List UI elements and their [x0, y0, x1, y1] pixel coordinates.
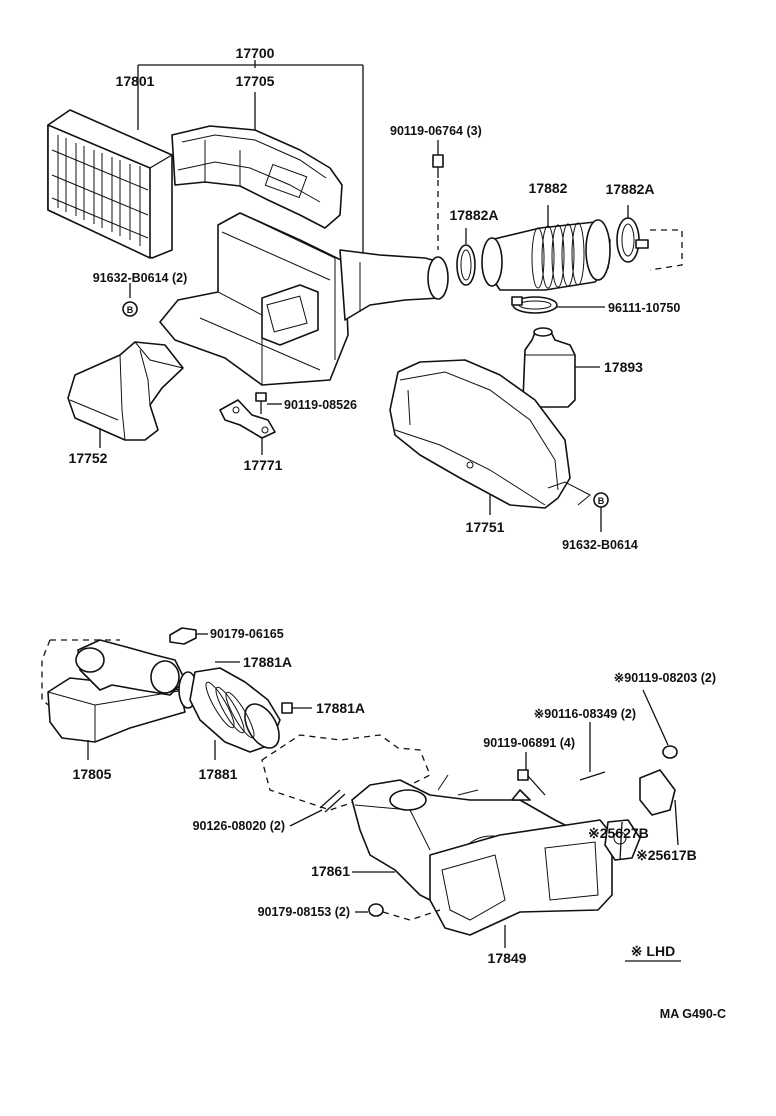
label-17861: 17861: [311, 863, 350, 879]
label-90119-08526: 90119-08526: [284, 398, 357, 412]
label-17881A-top: 17881A: [243, 654, 292, 670]
grommet-right: B: [593, 492, 609, 532]
label-90126-08020: 90126-08020 (2): [193, 819, 285, 833]
gasket-25617B: [639, 769, 679, 846]
label-90119-06891: 90119-06891 (4): [483, 736, 575, 750]
label-17700: 17700: [236, 45, 275, 61]
bracket-17771: [219, 392, 282, 455]
bolt-90119-08203: [642, 689, 678, 759]
gasket-25627B: [604, 819, 641, 861]
circled-b-icon-2: B: [598, 496, 605, 506]
assembly-callout-lines: [137, 60, 364, 255]
resonator-case-17805: [41, 639, 186, 760]
stud-90116-08349: [579, 722, 606, 781]
throttle-body-outline: [261, 734, 431, 811]
circled-b-icon: B: [127, 305, 134, 315]
hose-clamp-17881A-mid: [281, 702, 312, 714]
label-25627B: ※25627B: [588, 825, 649, 841]
figure-code: MA G490-C: [660, 1007, 726, 1021]
label-17881: 17881: [199, 766, 238, 782]
gasket-17849: [429, 819, 613, 948]
label-91632-b0614-left: 91632-B0614 (2): [93, 271, 188, 285]
grommet-left: B: [122, 283, 138, 317]
hose-clamp-left: [456, 228, 476, 286]
nut-90179-06165: [169, 627, 208, 645]
label-17752: 17752: [69, 450, 108, 466]
air-filter-element: [47, 109, 173, 259]
air-inlet-17752: [67, 341, 184, 448]
resonator: [522, 327, 600, 408]
hose-clamp-right: [616, 205, 683, 271]
lhd-note: ※ LHD: [631, 943, 675, 959]
label-17893: 17893: [604, 359, 643, 375]
label-17805: 17805: [73, 766, 112, 782]
label-17801: 17801: [116, 73, 155, 89]
intake-hose-17881: [189, 667, 281, 760]
label-17882: 17882: [529, 180, 568, 196]
label-90119-06764: 90119-06764 (3): [390, 124, 482, 138]
hose-clamp-96111: [511, 296, 605, 314]
label-96111-10750: 96111-10750: [608, 301, 680, 315]
label-17751: 17751: [466, 519, 505, 535]
air-cleaner-case: [159, 212, 449, 386]
intake-hose: [481, 205, 611, 291]
air-inlet-17751: [389, 359, 591, 515]
label-90116-08349: ※90116-08349 (2): [534, 707, 636, 721]
label-25617B: ※25617B: [636, 847, 697, 863]
bolt-90119-06891: [517, 752, 546, 796]
stud-90126-08020: [289, 789, 346, 827]
air-cleaner-cap: [171, 125, 343, 229]
label-17705: 17705: [236, 73, 275, 89]
label-17882A-right: 17882A: [605, 181, 654, 197]
label-17881A-mid: 17881A: [316, 700, 365, 716]
label-17849: 17849: [488, 950, 527, 966]
screw-top: [432, 140, 444, 250]
label-90179-06165: 90179-06165: [210, 627, 284, 641]
label-17882A-left: 17882A: [449, 207, 498, 223]
label-91632-b0614-right: 91632-B0614: [562, 538, 638, 552]
part-labels: 17700 17801 17705 90119-06764 (3) 17882 …: [69, 45, 726, 1021]
nut-90179-08153: [355, 903, 441, 921]
label-17771: 17771: [244, 457, 283, 473]
label-90119-08203: ※90119-08203 (2): [614, 671, 716, 685]
label-90179-08153: 90179-08153 (2): [258, 905, 350, 919]
